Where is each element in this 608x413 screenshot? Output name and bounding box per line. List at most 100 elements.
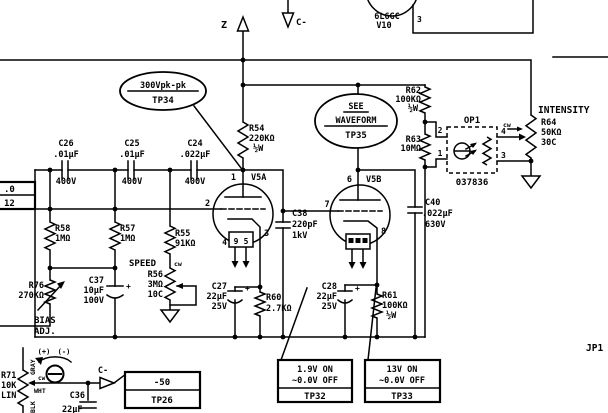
components — [16, 0, 542, 409]
r76-ref-label: R76 — [29, 281, 44, 291]
r64-ref-label: R64 — [541, 118, 556, 128]
v5a-pin9-label: 9 — [234, 237, 239, 246]
r54-value-label: 220KΩ — [249, 134, 275, 144]
c24-ref-label: C24 — [187, 139, 202, 149]
bias-adjust-icon — [35, 356, 73, 384]
tube-v10-envelope — [367, 0, 417, 17]
c25-ref-label: C25 — [124, 139, 139, 149]
v10-type-label: 6L6GC — [374, 12, 400, 22]
r71-value-label: 10K — [1, 381, 17, 391]
c38-voltage-label: 1kV — [292, 231, 307, 241]
tp32-on-label: 1.9V ON — [297, 365, 333, 375]
labels: Z C- JP1 6L6GC V10 3 300Vpk-pk TP34 SEE … — [1, 12, 603, 413]
capacitor-c24-symbol — [190, 160, 198, 180]
tp35-line1-label: SEE — [348, 102, 363, 112]
r61-value-label: 100KΩ — [382, 301, 408, 311]
r56-value-label: 3MΩ — [148, 280, 163, 290]
r76-value-label: 270KΩ — [18, 291, 44, 301]
op1-pin4-label: 4 — [501, 127, 506, 136]
z-axis-arrow-icon — [236, 14, 250, 32]
op1-pin1-label: 1 — [438, 149, 443, 158]
c28-ref-label: C28 — [322, 282, 337, 292]
v10-ref-label: V10 — [376, 21, 391, 31]
r71-cw-label: cw — [38, 375, 46, 382]
wire-wht-label: WHT — [34, 387, 46, 395]
v5a-pin5-label: 5 — [244, 237, 249, 246]
c36-value-label: 22μF — [62, 405, 82, 413]
c40-value-label: .022μF — [422, 209, 453, 219]
tube-v5b-heater-box — [345, 233, 371, 250]
resistor-r56-symbol — [163, 267, 177, 301]
v5b-pin8-label: 8 — [381, 227, 386, 237]
c37-ref-label: C37 — [89, 276, 104, 286]
tp33-on-label: 13V ON — [387, 365, 418, 375]
heater-arrow-icon — [242, 261, 250, 268]
resistor-r57-symbol — [108, 221, 122, 251]
op1-photoresistor-symbol — [481, 136, 493, 166]
r56-func-label: SPEED — [129, 259, 157, 269]
v5b-pin6-label: 6 — [347, 175, 352, 185]
capacitor-c25-symbol — [127, 160, 135, 180]
c26-value-label: .01μF — [53, 150, 79, 160]
tp33-off-label: ~0.0V OFF — [379, 376, 425, 386]
capacitor-c38-symbol — [275, 221, 291, 229]
r64-cw-label: cw — [503, 121, 511, 129]
capacitor-c37-symbol — [105, 285, 125, 299]
c27-value-label: 22μF — [207, 292, 227, 302]
resistor-r63-symbol — [418, 133, 432, 161]
wire-gray-label: GRAY — [29, 359, 37, 375]
jp1-label: JP1 — [586, 343, 603, 354]
optocoupler-op1-symbol — [446, 126, 498, 174]
r64-cw-arrow-icon — [517, 126, 523, 132]
r64-value-label: 50KΩ — [541, 128, 561, 138]
r71-ref-label: R71 — [1, 371, 16, 381]
r71-taper-label: LIN — [1, 391, 16, 401]
c27-voltage-label: 25V — [212, 302, 227, 312]
r76-wiper-arrow — [36, 281, 65, 312]
r63-ref-label: R63 — [406, 135, 421, 145]
junction-dots — [47, 57, 534, 386]
c27-polarity-label: + — [245, 284, 250, 293]
resistor-r61-symbol — [369, 293, 385, 319]
c37-voltage-label: 100V — [84, 296, 104, 306]
r62-power-label: ½W — [408, 103, 419, 114]
switch-table-box — [0, 180, 37, 211]
capacitor-c36-symbol — [79, 401, 97, 409]
r61-ref-label: R61 — [382, 291, 397, 301]
bias-plus-label: (+) — [38, 348, 51, 356]
r64-sel-label: 30C — [541, 138, 556, 148]
c38-value-label: 220pF — [292, 220, 318, 230]
switch-table-row2: 12 — [4, 199, 15, 209]
heater-arrow-icon — [231, 261, 239, 268]
r58-value-label: 1MΩ — [55, 234, 70, 244]
c28-polarity-label: + — [355, 284, 360, 293]
tp26-value-label: -50 — [154, 378, 170, 388]
op1-ref-label: OP1 — [464, 116, 480, 126]
r57-value-label: 1MΩ — [120, 234, 135, 244]
capacitor-c26-symbol — [61, 160, 69, 180]
testpoint-tp32-box — [276, 358, 354, 404]
tp32-off-label: ~0.0V OFF — [292, 376, 338, 386]
r56-sel-label: 10C — [148, 290, 163, 300]
tube-v5a-heater-box — [228, 231, 254, 248]
c24-value-label: .022μF — [180, 150, 211, 160]
op1-pin4-wiper-arrow-icon — [519, 133, 526, 141]
tp33-label: TP33 — [391, 392, 413, 402]
v10-pin3-label: 3 — [417, 15, 422, 24]
bias-label-2: ADJ. — [34, 327, 56, 337]
heater-arrow-icon — [348, 262, 356, 269]
c25-value-label: .01μF — [119, 150, 145, 160]
resistor-r60-symbol — [252, 291, 268, 317]
resistor-r64-symbol — [524, 114, 538, 159]
r54-power-label: ½W — [253, 143, 264, 154]
bias-label-1: BIAS — [34, 316, 56, 326]
c26-ref-label: C26 — [58, 139, 73, 149]
resistor-r54-symbol — [236, 121, 250, 159]
switch-table-row1: .0 — [4, 185, 15, 195]
r54-ref-label: R54 — [249, 124, 264, 134]
capacitor-c28-symbol — [336, 290, 354, 304]
tp34-label: TP34 — [152, 96, 174, 106]
